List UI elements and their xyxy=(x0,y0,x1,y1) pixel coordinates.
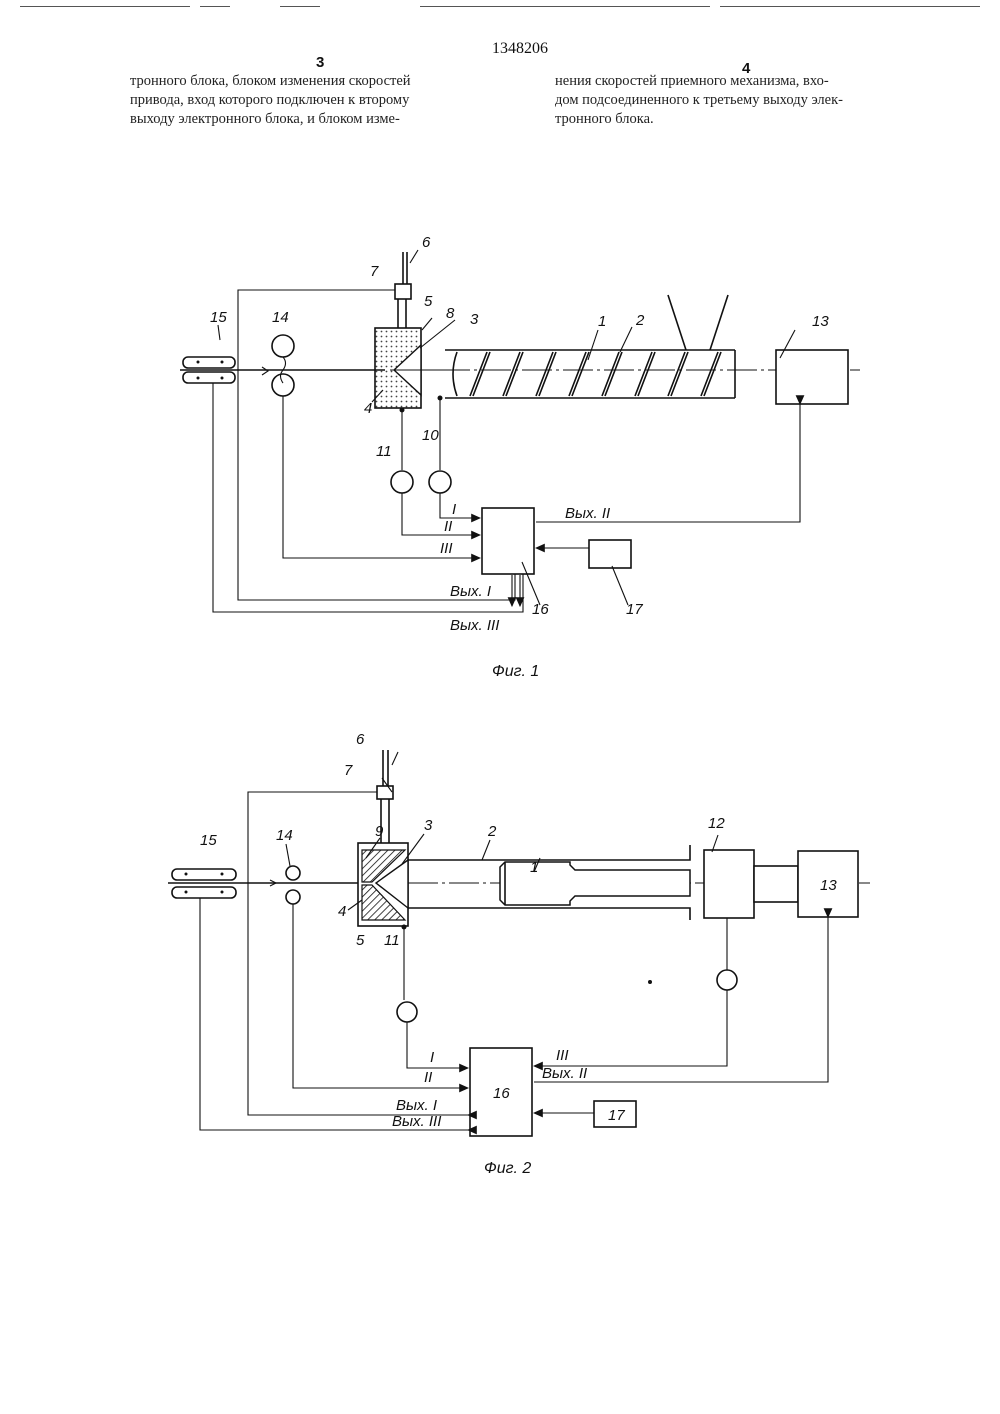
label-7: 7 xyxy=(370,263,379,280)
label-7: 7 xyxy=(344,762,353,779)
screw-flight xyxy=(503,352,520,396)
label-15: 15 xyxy=(200,832,217,849)
setpoint-block-17 xyxy=(589,540,631,568)
screw-flight xyxy=(602,352,619,396)
label-1: 1 xyxy=(598,313,606,330)
sensor-gauge-11 xyxy=(391,471,413,493)
screw-flight xyxy=(539,352,556,396)
figure-1: 6 7 5 8 3 1 2 13 15 14 4 10 11 I II III … xyxy=(180,234,860,680)
screw-flight xyxy=(701,352,718,396)
label-2: 2 xyxy=(487,823,497,840)
plunger-1 xyxy=(500,862,690,905)
screw-flight xyxy=(704,352,721,396)
puller-roll-bottom xyxy=(172,887,236,898)
roller-bottom-14 xyxy=(272,374,294,396)
screw-flight xyxy=(572,352,589,396)
screw-flight xyxy=(605,352,622,396)
roller-top-14 xyxy=(272,335,294,357)
screw-flight xyxy=(569,352,586,396)
label-17: 17 xyxy=(608,1107,625,1124)
label-out-I: Вых. I xyxy=(396,1097,437,1114)
label-in-III: III xyxy=(556,1047,569,1064)
label-in-II: II xyxy=(444,518,452,535)
label-6: 6 xyxy=(422,234,431,251)
screw-end xyxy=(453,352,457,396)
sensor-gauge-11 xyxy=(397,1002,417,1022)
puller-roll-bottom xyxy=(183,372,235,383)
label-11: 11 xyxy=(376,443,392,460)
label-out-III: Вых. III xyxy=(450,617,499,634)
label-in-I: I xyxy=(430,1049,434,1066)
label-16: 16 xyxy=(532,601,549,618)
label-2: 2 xyxy=(635,312,645,329)
label-out-II: Вых. II xyxy=(565,505,610,522)
block-12 xyxy=(704,850,754,918)
figure-2: 6 7 9 3 2 1 12 13 15 14 4 5 11 I II III … xyxy=(168,731,870,1177)
label-16: 16 xyxy=(493,1085,510,1102)
cylinder-bottom xyxy=(408,908,690,920)
sensor-gauge-10 xyxy=(429,471,451,493)
drive-13 xyxy=(776,350,848,404)
figure-2-caption: Фиг. 2 xyxy=(484,1160,531,1177)
label-in-II: II xyxy=(424,1069,432,1086)
label-14: 14 xyxy=(276,827,293,844)
hopper-right xyxy=(710,295,728,350)
screw-flight xyxy=(638,352,655,396)
valve-7 xyxy=(395,284,411,299)
label-13: 13 xyxy=(812,313,829,330)
screw-flight xyxy=(668,352,685,396)
label-4: 4 xyxy=(338,903,346,920)
label-12: 12 xyxy=(708,815,725,832)
valve-7 xyxy=(377,786,393,799)
roller-bottom-14 xyxy=(286,890,300,904)
label-out-I: Вых. I xyxy=(450,583,491,600)
sensor-gauge-12 xyxy=(717,970,737,990)
label-5: 5 xyxy=(424,293,433,310)
electronic-block-16 xyxy=(482,508,534,574)
label-5: 5 xyxy=(356,932,365,949)
label-13: 13 xyxy=(820,877,837,894)
label-in-III: III xyxy=(440,540,453,557)
screw-flight xyxy=(506,352,523,396)
screw-flight xyxy=(635,352,652,396)
label-in-I: I xyxy=(452,501,456,518)
label-1: 1 xyxy=(530,859,538,876)
label-6: 6 xyxy=(356,731,365,748)
figure-1-caption: Фиг. 1 xyxy=(492,663,539,680)
screw-flights xyxy=(470,352,721,396)
label-out-II: Вых. II xyxy=(542,1065,587,1082)
label-10: 10 xyxy=(422,427,439,444)
label-3: 3 xyxy=(470,311,479,328)
label-11: 11 xyxy=(384,932,400,949)
roller-top-14 xyxy=(286,866,300,880)
label-14: 14 xyxy=(272,309,289,326)
label-9: 9 xyxy=(375,823,384,840)
label-3: 3 xyxy=(424,817,433,834)
label-8: 8 xyxy=(446,305,455,322)
screw-flight xyxy=(536,352,553,396)
puller-roll-top xyxy=(183,357,235,368)
screw-flight xyxy=(671,352,688,396)
label-out-III: Вых. III xyxy=(392,1113,441,1130)
hopper-left xyxy=(668,295,686,350)
label-15: 15 xyxy=(210,309,227,326)
puller-roll-top xyxy=(172,869,236,880)
cylinder-top xyxy=(408,845,690,860)
label-4: 4 xyxy=(364,400,372,417)
label-17: 17 xyxy=(626,601,643,618)
